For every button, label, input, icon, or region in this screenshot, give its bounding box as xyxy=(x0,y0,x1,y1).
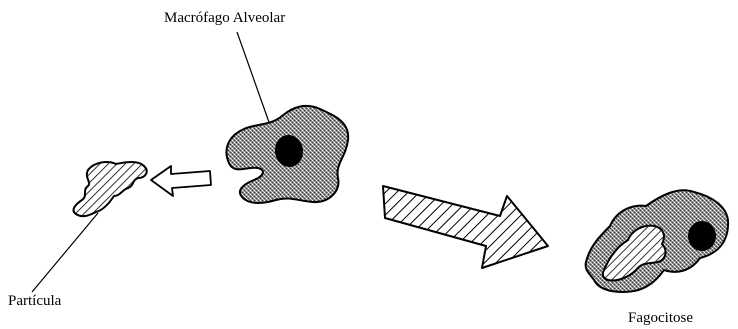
phagocytosis-cell xyxy=(586,190,729,292)
macrophage-cell xyxy=(226,106,348,203)
phagocyte-nucleus xyxy=(688,221,716,251)
particle xyxy=(74,162,147,216)
small-direction-arrow xyxy=(151,166,211,196)
particle-leader-line xyxy=(32,213,98,292)
macrophage-leader-line xyxy=(237,32,270,125)
phagocytosis-label: Fagocitose xyxy=(628,311,693,326)
process-arrow xyxy=(383,186,548,268)
particle-label: Partícula xyxy=(8,294,61,309)
macrophage-label: Macrófago Alveolar xyxy=(164,11,285,26)
